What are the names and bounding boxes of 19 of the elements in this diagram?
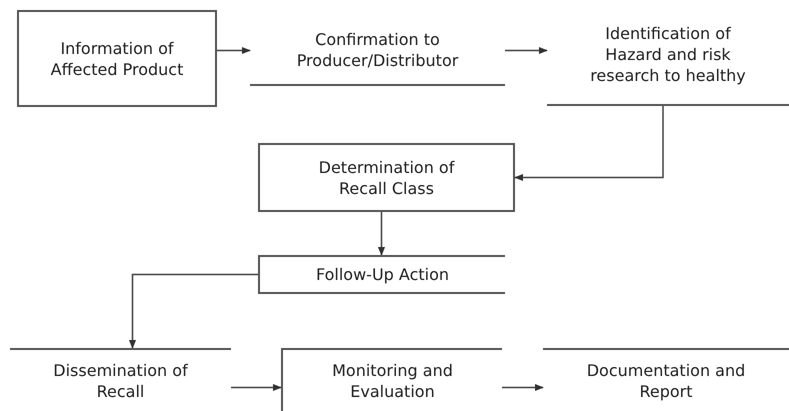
arrow: [505, 46, 548, 54]
step-label: Information of Affected Product: [50, 38, 184, 80]
step-label: Confirmation to Producer/Distributor: [296, 28, 460, 70]
step-label: Monitoring and Evaluation: [331, 360, 454, 402]
step-label: Documentation and Report: [586, 360, 746, 402]
step-label: Determination of Recall Class: [318, 156, 456, 198]
step-label: Identification of Hazard and risk research to healthy: [589, 22, 747, 86]
process-box: [258, 255, 505, 294]
arrow: [502, 384, 544, 392]
process-box: [258, 143, 515, 212]
arrow: [231, 384, 282, 392]
arrow: [514, 106, 664, 182]
step-label: Dissemination of Recall: [52, 360, 189, 402]
step-label: Follow-Up Action: [316, 264, 450, 285]
arrow: [217, 46, 251, 54]
process-box: [281, 348, 502, 411]
process-box: [17, 10, 217, 107]
arrow: [378, 212, 386, 256]
arrow: [128, 274, 258, 349]
